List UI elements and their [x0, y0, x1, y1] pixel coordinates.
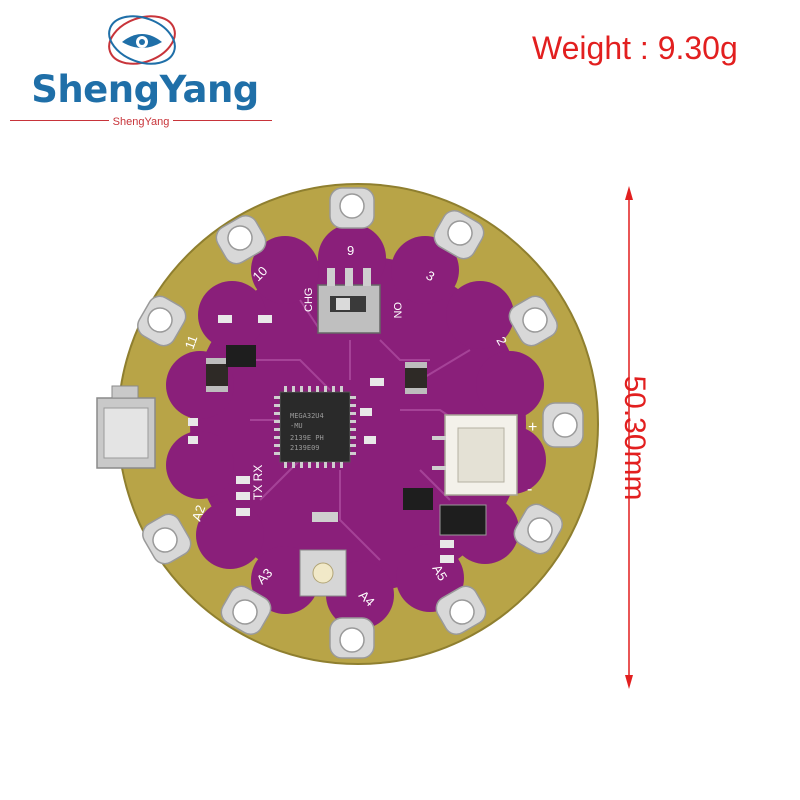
switch-label-chg: CHG: [303, 288, 315, 312]
logo-subtitle-text: ShengYang: [108, 116, 174, 128]
tx-rx-label: TX RX: [251, 465, 265, 500]
microcontroller-chip: MEGA32U4 -MU 2139E PH 2139E09: [274, 386, 356, 468]
minus-label: -: [527, 481, 532, 498]
smd-components: [188, 315, 487, 563]
chip-marking-2: -MU: [290, 422, 303, 430]
logo-subtitle: ShengYang: [10, 116, 272, 128]
power-switch: [317, 268, 381, 334]
pad-label-a2: A2: [189, 503, 209, 523]
logo-title: ShengYang: [31, 68, 259, 111]
plus-label: +: [528, 419, 537, 436]
switch-label-on: ON: [391, 302, 403, 319]
pad-label-9: 9: [347, 243, 354, 258]
usb-port: [96, 385, 156, 469]
battery-connector: [432, 414, 518, 496]
chip-marking-1: MEGA32U4: [290, 412, 324, 420]
sewing-pads: [137, 187, 584, 659]
brand-logo: ShengYang ShengYang: [10, 10, 280, 140]
eye-icon: [108, 15, 176, 65]
chip-marking-3: 2139E PH: [290, 434, 324, 442]
reset-button: [299, 549, 347, 597]
pad-label-a5: A5: [429, 562, 450, 583]
chip-marking-4: 2139E09: [290, 444, 320, 452]
weight-label: Weight : 9.30g: [532, 30, 738, 66]
silkscreen-labels: CHG ON TX RX + - 9 10 3 2 11 A2 A3 A4 A5: [182, 243, 538, 609]
pad-label-11: 11: [182, 333, 201, 351]
